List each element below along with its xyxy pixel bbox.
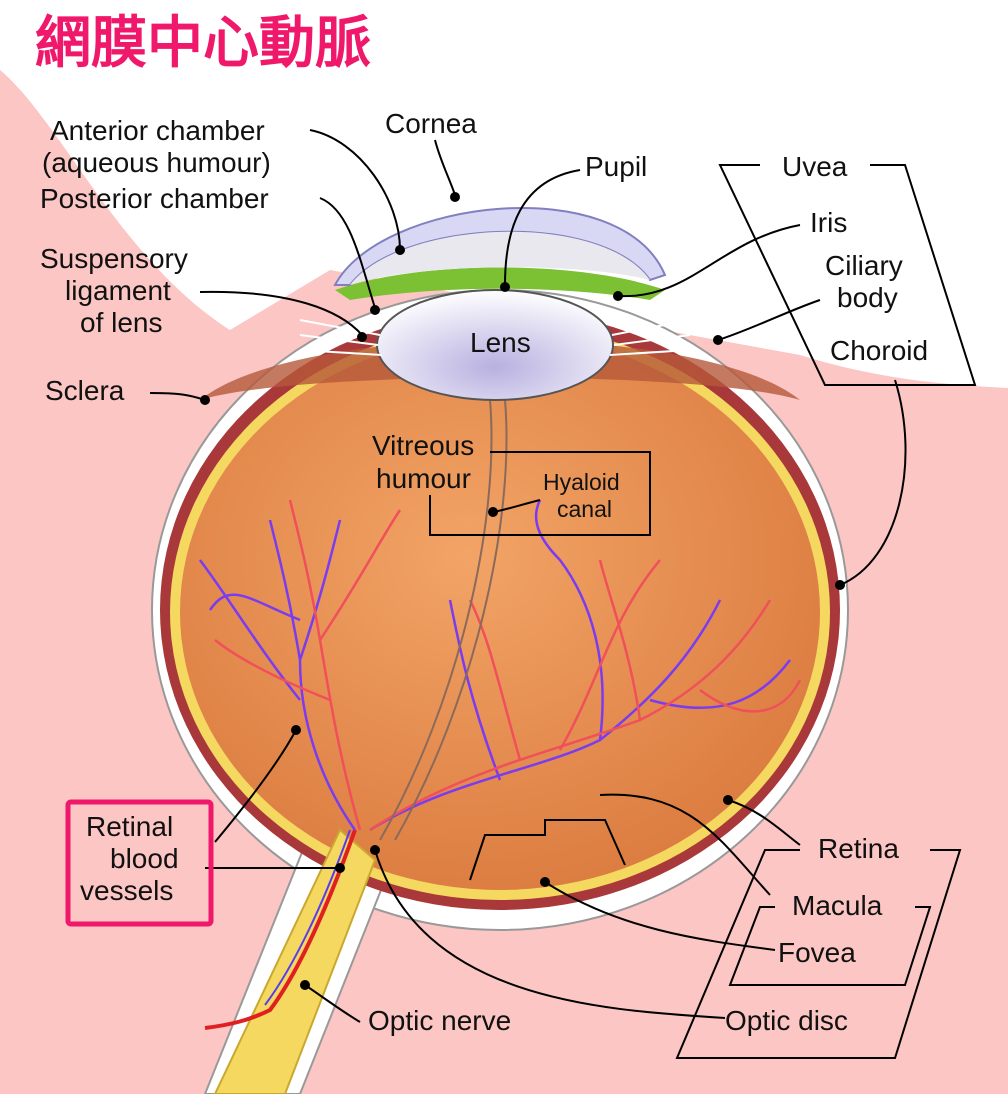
label-suspensory: Suspensory bbox=[40, 243, 188, 274]
label-choroid: Choroid bbox=[830, 335, 928, 366]
optic-nerve bbox=[213, 828, 377, 1094]
central-retinal-artery bbox=[204, 829, 357, 1030]
label-humour: humour bbox=[376, 463, 471, 494]
label-posterior-chamber: Posterior chamber bbox=[40, 183, 269, 214]
label-ciliary: Ciliary bbox=[825, 250, 903, 281]
anterior-chamber bbox=[350, 231, 650, 285]
iris bbox=[335, 267, 665, 300]
page-title: 網膜中心動脈 bbox=[35, 11, 371, 76]
label-canal: canal bbox=[557, 496, 612, 522]
label-retinal: Retinal bbox=[86, 811, 173, 842]
label-of-lens: of lens bbox=[80, 307, 163, 338]
label-body: body bbox=[837, 282, 898, 313]
vitreous-body bbox=[180, 334, 820, 890]
retinal-vessels bbox=[198, 499, 802, 832]
macula-bracket bbox=[728, 906, 932, 986]
retina-bracket bbox=[675, 849, 962, 1059]
label-fovea: Fovea bbox=[778, 937, 856, 968]
label-optic-nerve: Optic nerve bbox=[368, 1005, 511, 1036]
label-iris: Iris bbox=[810, 207, 847, 238]
label-vitreous: Vitreous bbox=[372, 430, 474, 461]
vitreous-box bbox=[429, 451, 651, 536]
label-sclera: Sclera bbox=[45, 375, 125, 406]
central-retinal-vein bbox=[264, 829, 351, 1006]
cornea bbox=[333, 206, 667, 286]
uvea-bracket bbox=[718, 164, 977, 386]
label-blood: blood bbox=[110, 843, 179, 874]
label-lens: Lens bbox=[470, 327, 531, 358]
label-cornea: Cornea bbox=[385, 108, 477, 139]
suspensory-ligament bbox=[299, 319, 691, 356]
macula-arrow bbox=[469, 819, 626, 881]
label-hyaloid: Hyaloid bbox=[543, 469, 620, 495]
label-ligament: ligament bbox=[65, 275, 171, 306]
label-anterior-chamber: Anterior chamber bbox=[50, 115, 265, 146]
leader-dots bbox=[200, 192, 845, 990]
label-pupil: Pupil bbox=[585, 151, 647, 182]
label-optic-disc: Optic disc bbox=[725, 1005, 848, 1036]
highlight-box bbox=[65, 799, 214, 927]
label-macula: Macula bbox=[792, 890, 883, 921]
label-vessels: vessels bbox=[80, 875, 173, 906]
label-anterior-chamber-sub: (aqueous humour) bbox=[42, 147, 271, 178]
leader-lines bbox=[149, 129, 907, 1023]
label-retina: Retina bbox=[818, 833, 899, 864]
label-uvea: Uvea bbox=[782, 151, 848, 182]
